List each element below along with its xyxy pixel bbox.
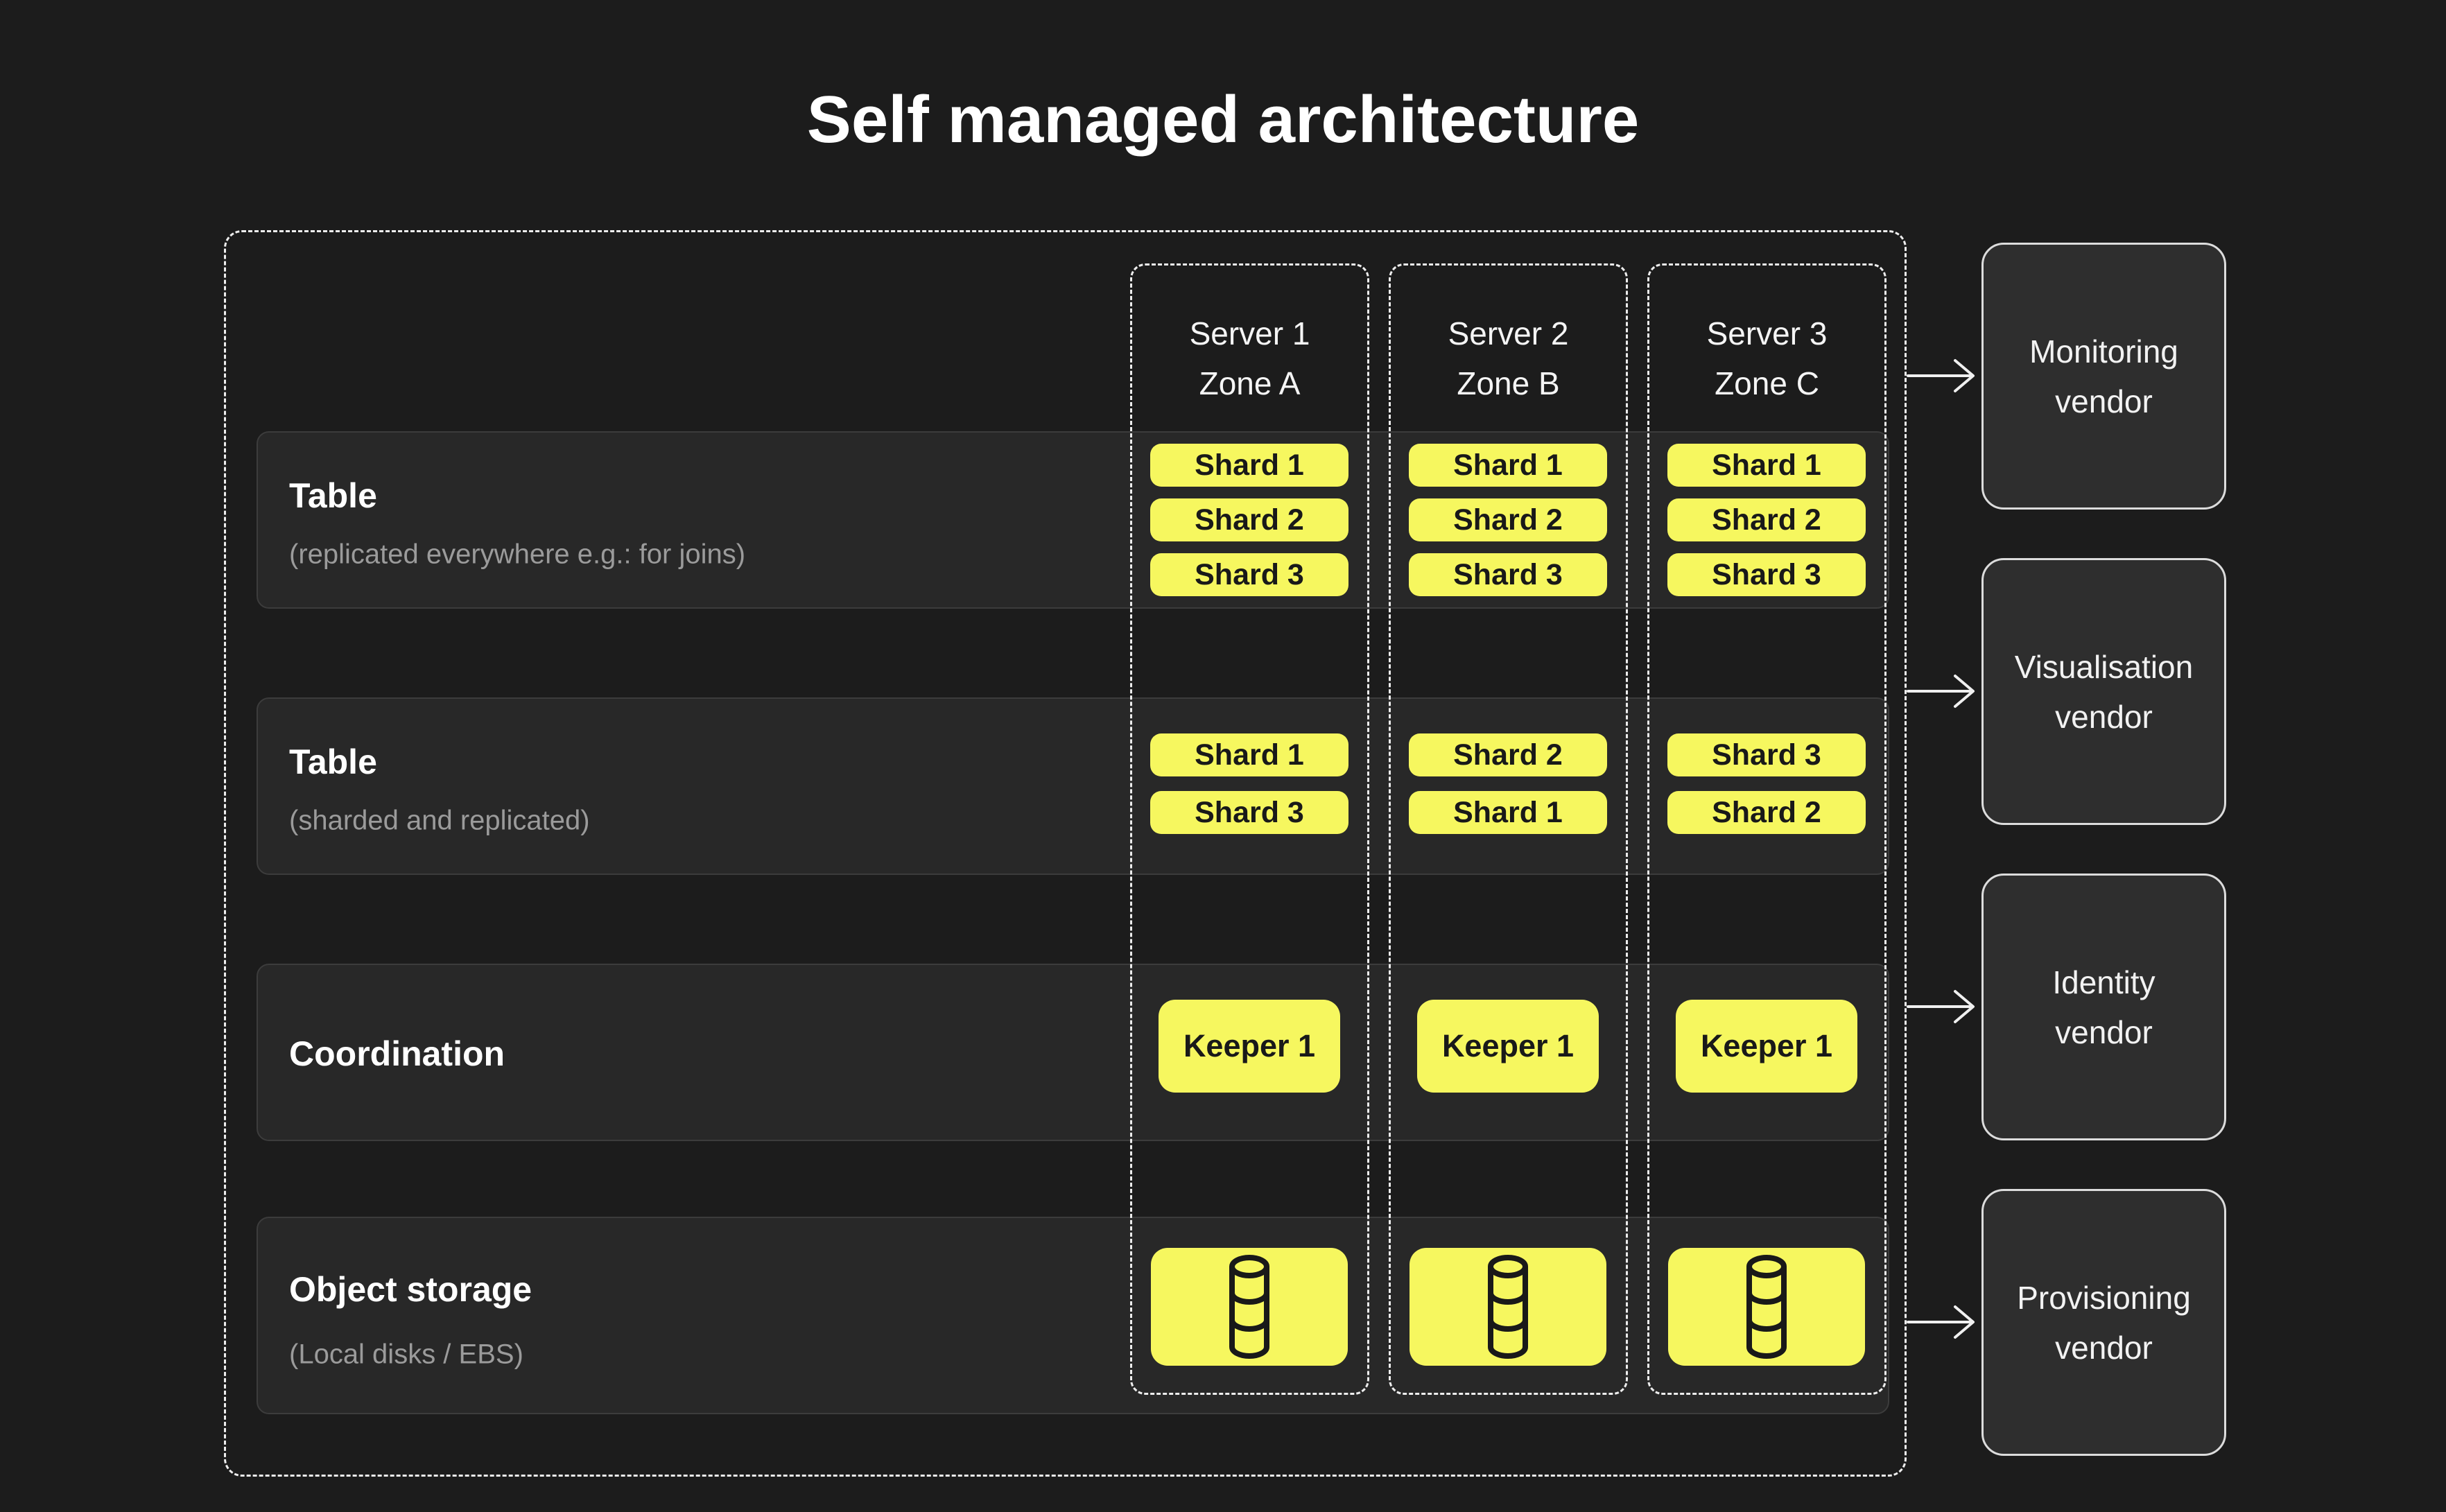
keeper-box: Keeper 1	[1417, 1000, 1599, 1093]
arrow-right-icon	[1907, 990, 1975, 1023]
shard-badge: Shard 1	[1150, 733, 1348, 776]
vendor-label: Identity vendor	[2052, 964, 2156, 1050]
vendor-box-monitoring: Monitoring vendor	[1981, 243, 2226, 510]
server-column-1: Server 1 Zone A	[1130, 263, 1369, 1395]
shard-badge: Shard 1	[1150, 444, 1348, 487]
shard-badge: Shard 2	[1409, 498, 1607, 541]
arrow-right-icon	[1907, 359, 1975, 392]
server-name: Server 3	[1706, 315, 1828, 351]
cluster-boundary	[224, 230, 1907, 1477]
shard-badge: Shard 3	[1667, 553, 1866, 596]
server-name: Server 1	[1189, 315, 1310, 351]
database-icon	[1488, 1255, 1528, 1359]
keeper-box: Keeper 1	[1676, 1000, 1857, 1093]
row-sublabel: (sharded and replicated)	[289, 805, 590, 836]
shard-badge: Shard 1	[1409, 444, 1607, 487]
shard-badge: Shard 2	[1667, 791, 1866, 834]
object-storage-box	[1668, 1248, 1865, 1366]
object-storage-box	[1410, 1248, 1606, 1366]
server-header: Server 2 Zone B	[1391, 309, 1626, 408]
server-column-3: Server 3 Zone C	[1647, 263, 1886, 1395]
object-storage-box	[1151, 1248, 1348, 1366]
server-column-2: Server 2 Zone B	[1389, 263, 1628, 1395]
vendor-box-identity: Identity vendor	[1981, 874, 2226, 1140]
server-name: Server 2	[1448, 315, 1569, 351]
database-icon	[1229, 1255, 1269, 1359]
database-icon	[1746, 1255, 1787, 1359]
shard-badge: Shard 2	[1409, 733, 1607, 776]
server-zone: Zone A	[1199, 365, 1301, 401]
shard-badge: Shard 3	[1150, 791, 1348, 834]
vendor-label: Visualisation vendor	[2014, 648, 2194, 735]
row-label: Table	[289, 742, 377, 781]
server-zone: Zone C	[1715, 365, 1819, 401]
row-sublabel: (replicated everywhere e.g.: for joins)	[289, 539, 746, 570]
server-header: Server 1 Zone A	[1132, 309, 1367, 408]
row-label: Table	[289, 476, 377, 515]
keeper-box: Keeper 1	[1159, 1000, 1340, 1093]
shard-badge: Shard 2	[1150, 498, 1348, 541]
shard-badge: Shard 3	[1409, 553, 1607, 596]
shard-badge: Shard 1	[1409, 791, 1607, 834]
row-table-sharded: Table (sharded and replicated)	[257, 697, 1889, 875]
row-sublabel: (Local disks / EBS)	[289, 1339, 523, 1370]
shard-badge: Shard 3	[1150, 553, 1348, 596]
row-label: Object storage	[289, 1270, 532, 1309]
row-table-replicated: Table (replicated everywhere e.g.: for j…	[257, 431, 1889, 609]
vendor-box-provisioning: Provisioning vendor	[1981, 1189, 2226, 1456]
shard-badge: Shard 2	[1667, 498, 1866, 541]
vendor-box-visualisation: Visualisation vendor	[1981, 558, 2226, 825]
row-object-storage: Object storage (Local disks / EBS)	[257, 1217, 1889, 1414]
arrow-right-icon	[1907, 675, 1975, 708]
vendor-label: Monitoring vendor	[2029, 333, 2178, 419]
vendor-label: Provisioning vendor	[2017, 1279, 2191, 1366]
row-coordination: Coordination	[257, 964, 1889, 1141]
server-zone: Zone B	[1457, 365, 1560, 401]
arrow-right-icon	[1907, 1305, 1975, 1339]
server-header: Server 3 Zone C	[1649, 309, 1884, 408]
page-title: Self managed architecture	[806, 82, 1640, 157]
row-label: Coordination	[289, 1034, 505, 1073]
shard-badge: Shard 3	[1667, 733, 1866, 776]
shard-badge: Shard 1	[1667, 444, 1866, 487]
